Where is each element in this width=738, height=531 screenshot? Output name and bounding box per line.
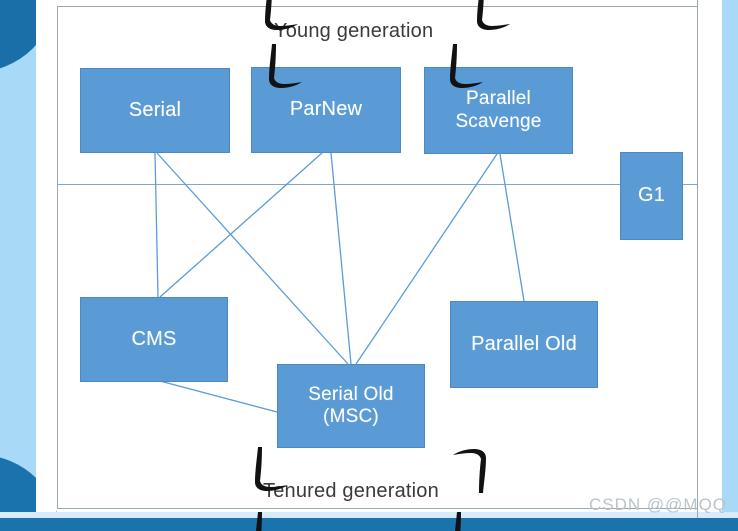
- bracket-stroke: [255, 512, 262, 531]
- bracket-stroke: [453, 449, 486, 493]
- mark-young-bottom-left-icon: [262, 44, 308, 90]
- watermark-text: CSDN @@MQQ: [589, 495, 728, 514]
- bracket-stroke: [450, 44, 483, 88]
- gc-box-label-g1: G1: [637, 184, 666, 207]
- bracket-stroke: [265, 0, 298, 30]
- mark-tenured-bot-right-icon: [447, 512, 493, 531]
- slide-left-accent-band: [0, 0, 36, 531]
- slide-bottom-accent-bar: [0, 518, 738, 531]
- mark-tenured-top-left-icon: [248, 447, 294, 493]
- gc-box-label-serial-old: Serial Old (MSC): [308, 383, 394, 427]
- mark-tenured-bot-left-icon: [248, 512, 294, 531]
- slide-left-white-gutter: [36, 0, 56, 531]
- gc-box-serial-old[interactable]: Serial Old (MSC): [277, 364, 425, 448]
- gc-box-g1[interactable]: G1: [620, 152, 683, 240]
- mark-young-bottom-right-icon: [443, 44, 489, 90]
- bracket-stroke: [269, 44, 302, 88]
- gc-box-cms[interactable]: CMS: [80, 297, 228, 382]
- gc-box-label-cms: CMS: [131, 327, 177, 350]
- mark-young-top-right-icon: [470, 0, 516, 32]
- gc-box-label-serial: Serial: [128, 98, 182, 121]
- mark-young-top-left-icon: [258, 0, 304, 32]
- gc-box-label-parnew: ParNew: [289, 98, 363, 121]
- gc-box-parallel-scavenge[interactable]: Parallel Scavenge: [424, 67, 573, 154]
- bracket-stroke: [454, 512, 461, 531]
- bracket-stroke: [477, 0, 510, 30]
- slide-right-accent-band: [722, 0, 738, 531]
- gc-box-label-parallel-scavenge: Parallel Scavenge: [455, 88, 542, 132]
- gc-box-label-parallel-old: Parallel Old: [471, 332, 577, 355]
- diagram-frame-inner-right-rule: [697, 0, 698, 518]
- gc-box-serial[interactable]: Serial: [80, 68, 230, 153]
- bracket-stroke: [255, 447, 288, 491]
- gc-box-parallel-old[interactable]: Parallel Old: [450, 301, 598, 388]
- tenured-generation-label: Tenured generation: [263, 480, 439, 502]
- mark-tenured-top-right-icon: [447, 447, 493, 493]
- gc-box-parnew[interactable]: ParNew: [251, 67, 401, 153]
- slide-bottom-light-line: [0, 512, 738, 518]
- generation-divider-line: [58, 184, 697, 185]
- young-generation-label: Young generation: [274, 20, 434, 42]
